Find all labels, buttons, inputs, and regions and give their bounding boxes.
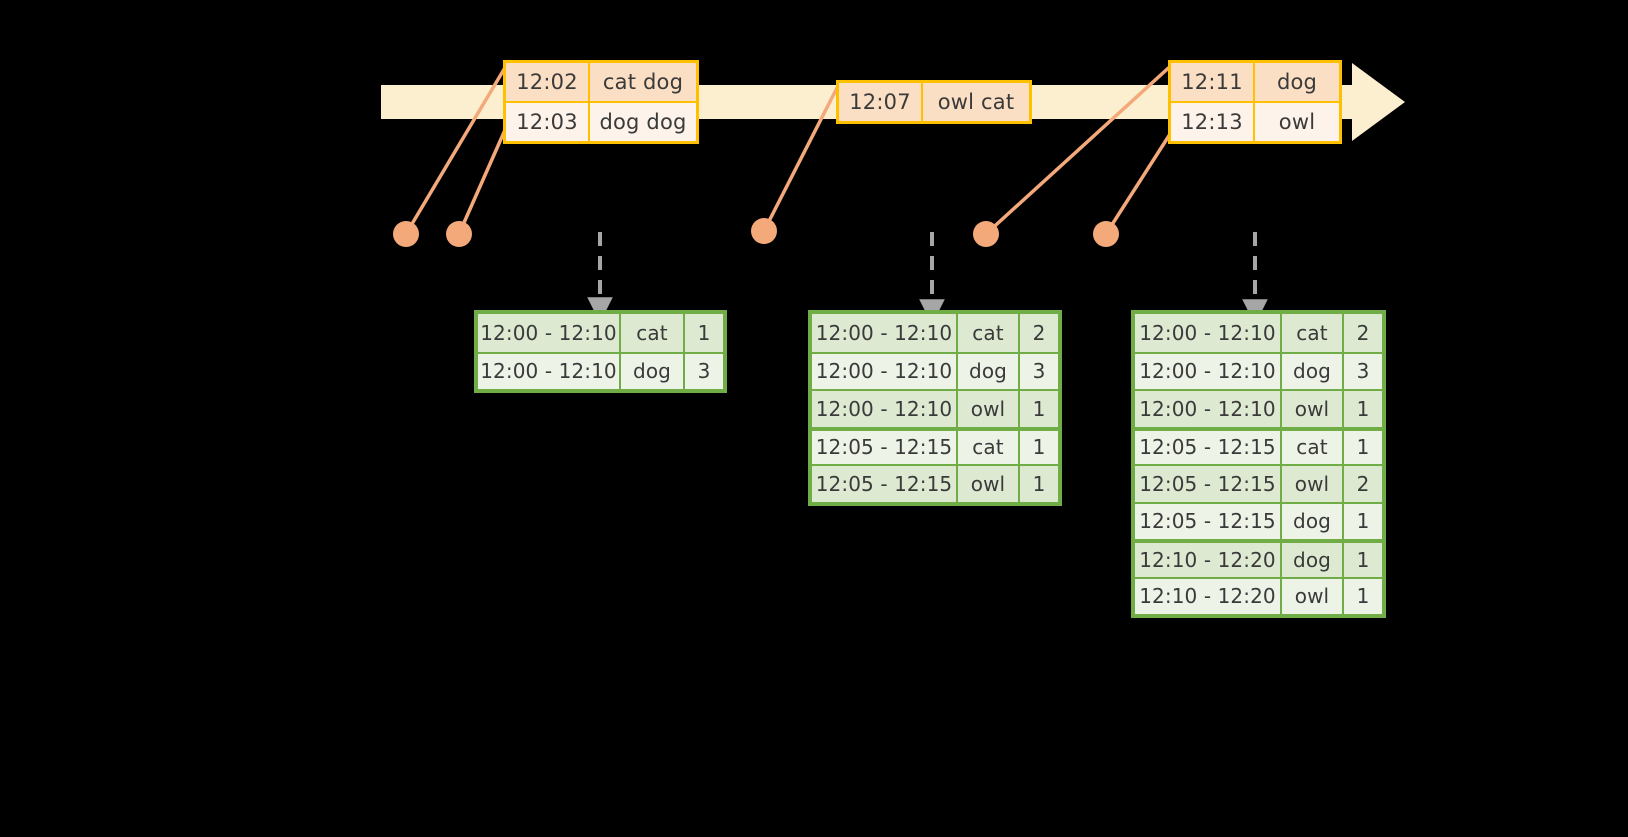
- event-dot-5[interactable]: [1093, 221, 1119, 247]
- window-cell: 12:05 - 12:15: [812, 466, 958, 502]
- key-cell: cat: [1282, 430, 1344, 464]
- event-words: owl cat: [923, 83, 1029, 121]
- connector-1: [404, 65, 508, 235]
- event-words: dog dog: [590, 103, 696, 141]
- event-dot-4[interactable]: [973, 221, 999, 247]
- count-cell: 1: [1344, 430, 1382, 464]
- window-cell: 12:00 - 12:10: [812, 391, 958, 427]
- window-cell: 12:10 - 12:20: [1135, 578, 1282, 614]
- emit-arrow-layer: [587, 232, 1268, 325]
- window-cell: 12:05 - 12:15: [1135, 503, 1282, 539]
- count-cell: 2: [1344, 314, 1382, 352]
- event-words: owl: [1255, 103, 1339, 141]
- key-cell: cat: [621, 314, 685, 352]
- window-cell: 12:10 - 12:20: [1135, 543, 1282, 577]
- key-cell: cat: [958, 430, 1020, 464]
- count-cell: 1: [1344, 543, 1382, 577]
- connector-3: [762, 81, 842, 232]
- count-cell: 3: [1344, 353, 1382, 389]
- window-cell: 12:00 - 12:10: [1135, 314, 1282, 352]
- event-time: 12:07: [839, 83, 923, 121]
- count-cell: 1: [1344, 578, 1382, 614]
- key-cell: dog: [1282, 543, 1344, 577]
- window-cell: 12:00 - 12:10: [1135, 391, 1282, 427]
- event-dot-1[interactable]: [393, 221, 419, 247]
- key-cell: owl: [1282, 391, 1344, 427]
- count-cell: 3: [1020, 353, 1058, 389]
- connector-2: [457, 129, 507, 235]
- count-cell: 1: [1344, 391, 1382, 427]
- window-cell: 12:00 - 12:10: [812, 314, 958, 352]
- count-cell: 3: [685, 353, 723, 389]
- key-cell: dog: [1282, 353, 1344, 389]
- key-cell: cat: [1282, 314, 1344, 352]
- window-cell: 12:05 - 12:15: [812, 430, 958, 464]
- count-cell: 1: [685, 314, 723, 352]
- event-words: dog: [1255, 63, 1339, 101]
- key-cell: cat: [958, 314, 1020, 352]
- event-time: 12:02: [506, 63, 590, 101]
- event-dot-3[interactable]: [751, 218, 777, 244]
- event-time: 12:03: [506, 103, 590, 141]
- count-cell: 2: [1020, 314, 1058, 352]
- key-cell: owl: [958, 466, 1020, 502]
- event-time: 12:13: [1171, 103, 1255, 141]
- event-dot-2[interactable]: [446, 221, 472, 247]
- key-cell: dog: [1282, 503, 1344, 539]
- count-cell: 2: [1344, 466, 1382, 502]
- count-cell: 1: [1020, 466, 1058, 502]
- window-cell: 12:00 - 12:10: [478, 314, 621, 352]
- dot-layer: [393, 218, 1119, 247]
- window-cell: 12:05 - 12:15: [1135, 466, 1282, 502]
- event-words: cat dog: [590, 63, 696, 101]
- count-cell: 1: [1020, 430, 1058, 464]
- window-cell: 12:00 - 12:10: [1135, 353, 1282, 389]
- key-cell: owl: [1282, 578, 1344, 614]
- count-cell: 1: [1344, 503, 1382, 539]
- window-cell: 12:00 - 12:10: [812, 353, 958, 389]
- event-time: 12:11: [1171, 63, 1255, 101]
- count-cell: 1: [1020, 391, 1058, 427]
- key-cell: owl: [1282, 466, 1344, 502]
- key-cell: dog: [621, 353, 685, 389]
- connector-5: [1104, 130, 1174, 235]
- window-cell: 12:05 - 12:15: [1135, 430, 1282, 464]
- key-cell: owl: [958, 391, 1020, 427]
- key-cell: dog: [958, 353, 1020, 389]
- window-cell: 12:00 - 12:10: [478, 353, 621, 389]
